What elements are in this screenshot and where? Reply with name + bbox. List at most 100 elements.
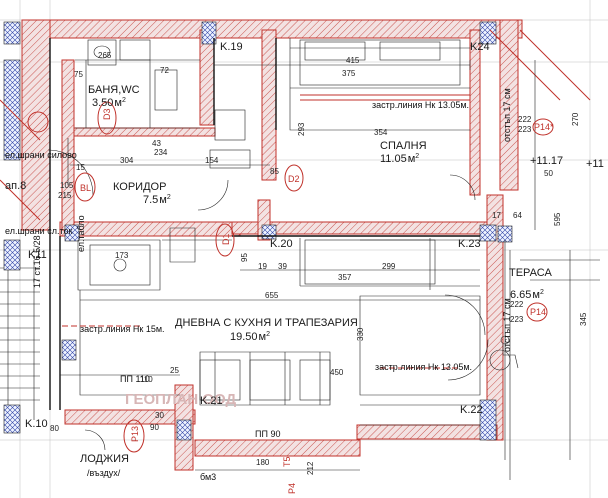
- dim-450: 450: [330, 368, 344, 377]
- kitchen-furniture: [89, 239, 436, 401]
- note-zastr-1: застр.линия Нк 13.05м.: [372, 100, 469, 110]
- bedroom-area: 11.05м2: [380, 153, 419, 165]
- dim-265: 265: [98, 51, 112, 60]
- note-el-3: ел.шрани сл.ток: [5, 226, 72, 236]
- dim-154: 154: [205, 156, 219, 165]
- elevation-2: +11: [586, 158, 604, 170]
- label-k19: K.19: [220, 41, 243, 53]
- dim-345: 345: [579, 312, 588, 326]
- dim-39: 39: [278, 262, 287, 271]
- dim-180: 180: [256, 458, 270, 467]
- loggia-sub: /въздух/: [87, 468, 121, 478]
- bath-name: БАНЯ,WC: [88, 84, 140, 96]
- dim-330: 330: [356, 327, 365, 341]
- room-labels: БАНЯ,WC 3.50м2 КОРИДОР 7.5м2 СПАЛНЯ 11.0…: [80, 84, 552, 478]
- dim-43: 43: [152, 139, 161, 148]
- dim-75: 75: [74, 70, 83, 79]
- note-otstap-1: отстъп 17 см: [502, 88, 512, 142]
- tag-p13: P13: [130, 426, 140, 442]
- bath-area: 3.50м2: [92, 97, 126, 109]
- dim-15: 15: [76, 163, 85, 172]
- label-k21: K.21: [200, 395, 223, 407]
- dim-95: 95: [240, 253, 249, 262]
- tag-p14a: P14*: [534, 122, 554, 132]
- terrace-area: 6.65м2: [510, 289, 544, 301]
- dim-222: 222: [518, 115, 532, 124]
- tag-d3: D3: [102, 108, 112, 120]
- dim-25: 25: [170, 366, 179, 375]
- dim-215: 215: [58, 191, 72, 200]
- dim-299: 299: [382, 262, 396, 271]
- dim-234: 234: [154, 148, 168, 157]
- dim-64: 64: [513, 211, 522, 220]
- dim-415: 415: [346, 56, 360, 65]
- dim-212: 212: [306, 461, 315, 475]
- interior-walls: [61, 29, 481, 241]
- bedroom-furniture: [209, 39, 461, 169]
- dim-357: 357: [338, 273, 352, 282]
- dim-270: 270: [571, 112, 580, 126]
- label-k10: K.10: [25, 418, 48, 430]
- dim-110: 110: [140, 375, 153, 384]
- tag-pp90: ПП 90: [255, 429, 280, 439]
- tag-bm3: бм3: [200, 472, 216, 482]
- dim-85: 85: [270, 167, 279, 176]
- dim-304: 304: [120, 156, 134, 165]
- tag-d2: D2: [288, 174, 300, 184]
- note-el-2: ел.шрани силово: [5, 150, 77, 160]
- dim-223b: 223: [510, 315, 524, 324]
- dim-19: 19: [258, 262, 267, 271]
- corridor-area: 7.5м2: [143, 194, 171, 206]
- dimension-lines: [60, 60, 571, 471]
- label-k23: K.23: [458, 238, 481, 250]
- columns: [3, 21, 513, 441]
- dim-80: 80: [50, 424, 59, 433]
- label-k24: K24: [470, 41, 490, 53]
- note-zastr-3: застр.линия Нк 15м.: [80, 324, 165, 334]
- note-el-1: ел.табло: [76, 215, 86, 252]
- label-k22: K.22: [460, 404, 483, 416]
- dim-293: 293: [297, 122, 306, 136]
- tag-t5: T5: [282, 456, 292, 467]
- living-area: 19.50м2: [230, 331, 270, 343]
- dim-17: 17: [492, 211, 501, 220]
- tag-circles: [27, 101, 554, 453]
- loggia-name: ЛОДЖИЯ: [80, 453, 129, 465]
- staircase: [0, 260, 40, 420]
- exterior-walls: [21, 19, 523, 471]
- note-otstap-2: отстъп 17 см: [502, 298, 512, 352]
- dim-223: 223: [518, 125, 532, 134]
- dimension-numbers: 265 415 375 354 293 75 72 43 234 304 154…: [50, 51, 588, 475]
- dim-595: 595: [553, 212, 562, 226]
- tag-p4: P4: [287, 483, 297, 494]
- dim-354: 354: [374, 128, 388, 137]
- elevation-1: +11.17: [530, 155, 563, 167]
- tag-pp110: ПП 110: [120, 374, 150, 384]
- note-ctm: 17 ст.16.5/28: [32, 235, 42, 288]
- dim-375: 375: [342, 69, 356, 78]
- label-an8: ап.8: [5, 180, 26, 192]
- note-zastr-2: застр.линия Нк 13.05м.: [375, 362, 472, 372]
- element-labels: K.19 K24 K.20 K.23 K11 K.21 K.22 K.10 ап…: [5, 41, 604, 494]
- dim-30: 30: [155, 411, 164, 420]
- tag-bl: BL: [80, 183, 91, 193]
- corridor-name: КОРИДОР: [113, 181, 166, 193]
- dim-655: 655: [265, 291, 279, 300]
- bathroom-fixtures: [87, 39, 178, 111]
- tag-d1: D1: [221, 233, 231, 245]
- label-k11: K11: [28, 249, 47, 261]
- label-k20: K.20: [270, 238, 293, 250]
- dim-72: 72: [160, 66, 169, 75]
- terrace-name: ТЕРАСА: [509, 267, 552, 279]
- living-name: ДНЕВНА С КУХНЯ И ТРАПЕЗАРИЯ: [175, 317, 358, 329]
- dim-90: 90: [150, 423, 159, 432]
- dim-50: 50: [544, 169, 553, 178]
- bedroom-name: СПАЛНЯ: [380, 140, 427, 152]
- red-guidelines: [0, 29, 591, 369]
- tag-p14: P14: [530, 307, 546, 317]
- door-swings: [47, 138, 489, 451]
- dim-105: 105: [60, 181, 74, 190]
- dim-173: 173: [115, 251, 129, 260]
- watermark: ГЕОПЛАН ООД: [125, 391, 236, 408]
